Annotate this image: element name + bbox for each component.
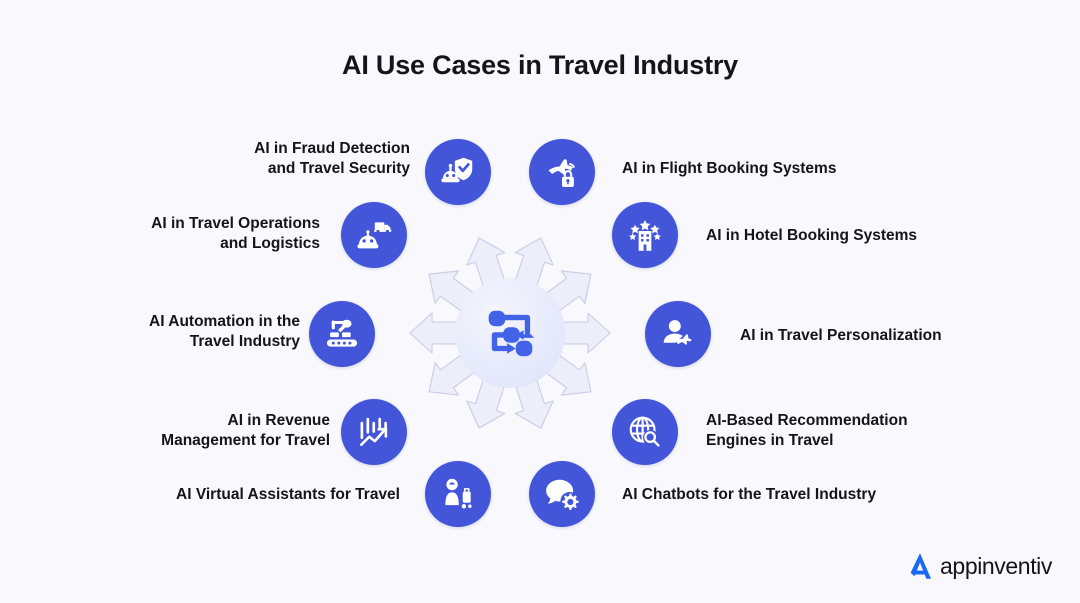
label-recommendation-engines: AI-Based Recommendation Engines in Trave… xyxy=(706,412,908,450)
chart-trend-icon xyxy=(360,417,388,446)
label-revenue-management: AI in Revenue Management for Travel xyxy=(161,412,330,450)
node-recommendation-engines[interactable] xyxy=(612,399,678,465)
robot-truck-icon xyxy=(357,222,392,249)
label-travel-personalization: AI in Travel Personalization xyxy=(740,327,942,344)
node-chatbots[interactable] xyxy=(529,461,595,527)
label-flight-booking: AI in Flight Booking Systems xyxy=(622,160,837,177)
label-fraud-detection: AI in Fraud Detection and Travel Securit… xyxy=(254,140,410,178)
person-airplane-icon xyxy=(663,320,692,345)
brand-name: appinventiv xyxy=(940,552,1052,579)
node-fraud-detection[interactable] xyxy=(425,139,491,205)
node-hotel-booking[interactable] xyxy=(612,202,678,268)
label-virtual-assistants: AI Virtual Assistants for Travel xyxy=(176,486,400,503)
center-hub xyxy=(405,228,615,438)
robot-arm-conveyor-icon xyxy=(326,319,358,347)
node-flight-booking[interactable] xyxy=(529,139,595,205)
node-automation[interactable] xyxy=(309,301,375,367)
chat-gear-icon xyxy=(546,479,579,511)
appinventiv-a-logo xyxy=(910,553,932,579)
globe-search-icon xyxy=(629,416,660,447)
node-revenue-management[interactable] xyxy=(341,399,407,465)
airplane-signal-lock-icon xyxy=(548,159,575,188)
label-operations-logistics: AI in Travel Operations and Logistics xyxy=(151,215,320,253)
page-title: AI Use Cases in Travel Industry xyxy=(342,50,738,80)
brand-logo: appinventiv xyxy=(903,549,1052,583)
workflow-automation-icon xyxy=(488,310,535,357)
assistant-luggage-icon xyxy=(445,478,472,509)
hotel-stars-icon xyxy=(629,219,661,251)
label-hotel-booking: AI in Hotel Booking Systems xyxy=(706,227,918,244)
node-operations-logistics[interactable] xyxy=(341,202,407,268)
node-travel-personalization[interactable] xyxy=(645,301,711,367)
robot-shield-icon xyxy=(441,157,473,183)
label-chatbots: AI Chatbots for the Travel Industry xyxy=(622,486,877,503)
label-automation: AI Automation in the Travel Industry xyxy=(149,313,300,351)
node-virtual-assistants[interactable] xyxy=(425,461,491,527)
